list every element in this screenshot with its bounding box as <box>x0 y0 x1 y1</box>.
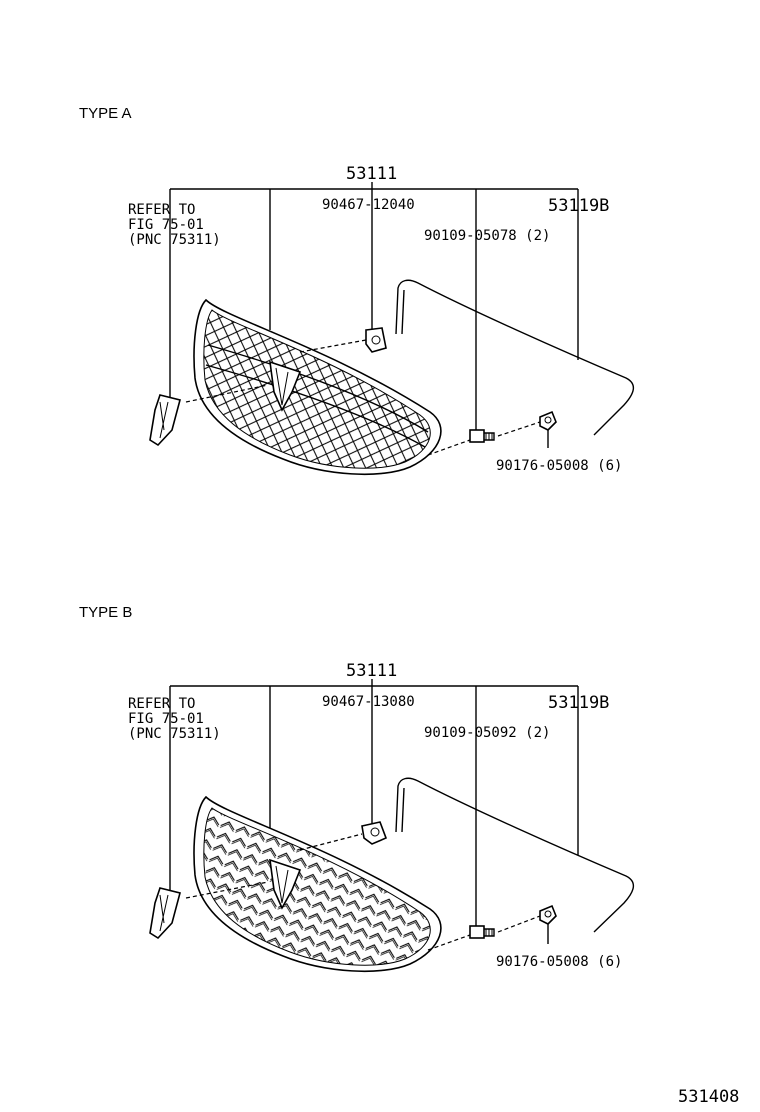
radiator-grille <box>193 298 442 476</box>
clip-part-number: 90467-13080 <box>322 694 415 710</box>
grille-bolt <box>469 429 495 443</box>
main-part-number: 53111 <box>346 164 397 184</box>
emblem-bracket <box>149 394 181 447</box>
refer-line-2: FIG 75-01 <box>128 711 204 727</box>
grille-molding <box>395 279 634 436</box>
diagram-id: 531408 <box>678 1087 739 1107</box>
section-type-a: TYPE A 53111 REFER TO FIG 75-01 (PNC 753… <box>79 105 634 476</box>
leader-bracket <box>169 182 579 432</box>
leader-bracket <box>169 679 579 928</box>
grille-clip <box>365 327 387 353</box>
clip-part-number: 90467-12040 <box>322 197 415 213</box>
refer-line-1: REFER TO <box>128 696 195 712</box>
section-type-b: TYPE B 53111 REFER TO FIG 75-01 (PNC 753… <box>79 604 634 973</box>
nut-part-number: 90176-05008 (6) <box>496 458 622 474</box>
refer-line-2: FIG 75-01 <box>128 217 204 233</box>
molding-part-number: 53119B <box>548 196 609 216</box>
bolt-part-number: 90109-05078 (2) <box>424 228 550 244</box>
grille-clip <box>361 821 388 845</box>
refer-line-3: (PNC 75311) <box>128 726 221 742</box>
type-b-label: TYPE B <box>79 604 132 621</box>
main-part-number: 53111 <box>346 661 397 681</box>
radiator-grille <box>193 795 442 973</box>
emblem-bracket <box>149 887 181 940</box>
bolt-part-number: 90109-05092 (2) <box>424 725 550 741</box>
refer-line-1: REFER TO <box>128 202 195 218</box>
clip-nut <box>539 410 557 448</box>
clip-nut <box>539 904 557 944</box>
refer-line-3: (PNC 75311) <box>128 232 221 248</box>
molding-part-number: 53119B <box>548 693 609 713</box>
grille-bolt <box>469 925 495 939</box>
grille-molding <box>395 777 634 933</box>
type-a-label: TYPE A <box>79 105 132 122</box>
nut-part-number: 90176-05008 (6) <box>496 954 622 970</box>
